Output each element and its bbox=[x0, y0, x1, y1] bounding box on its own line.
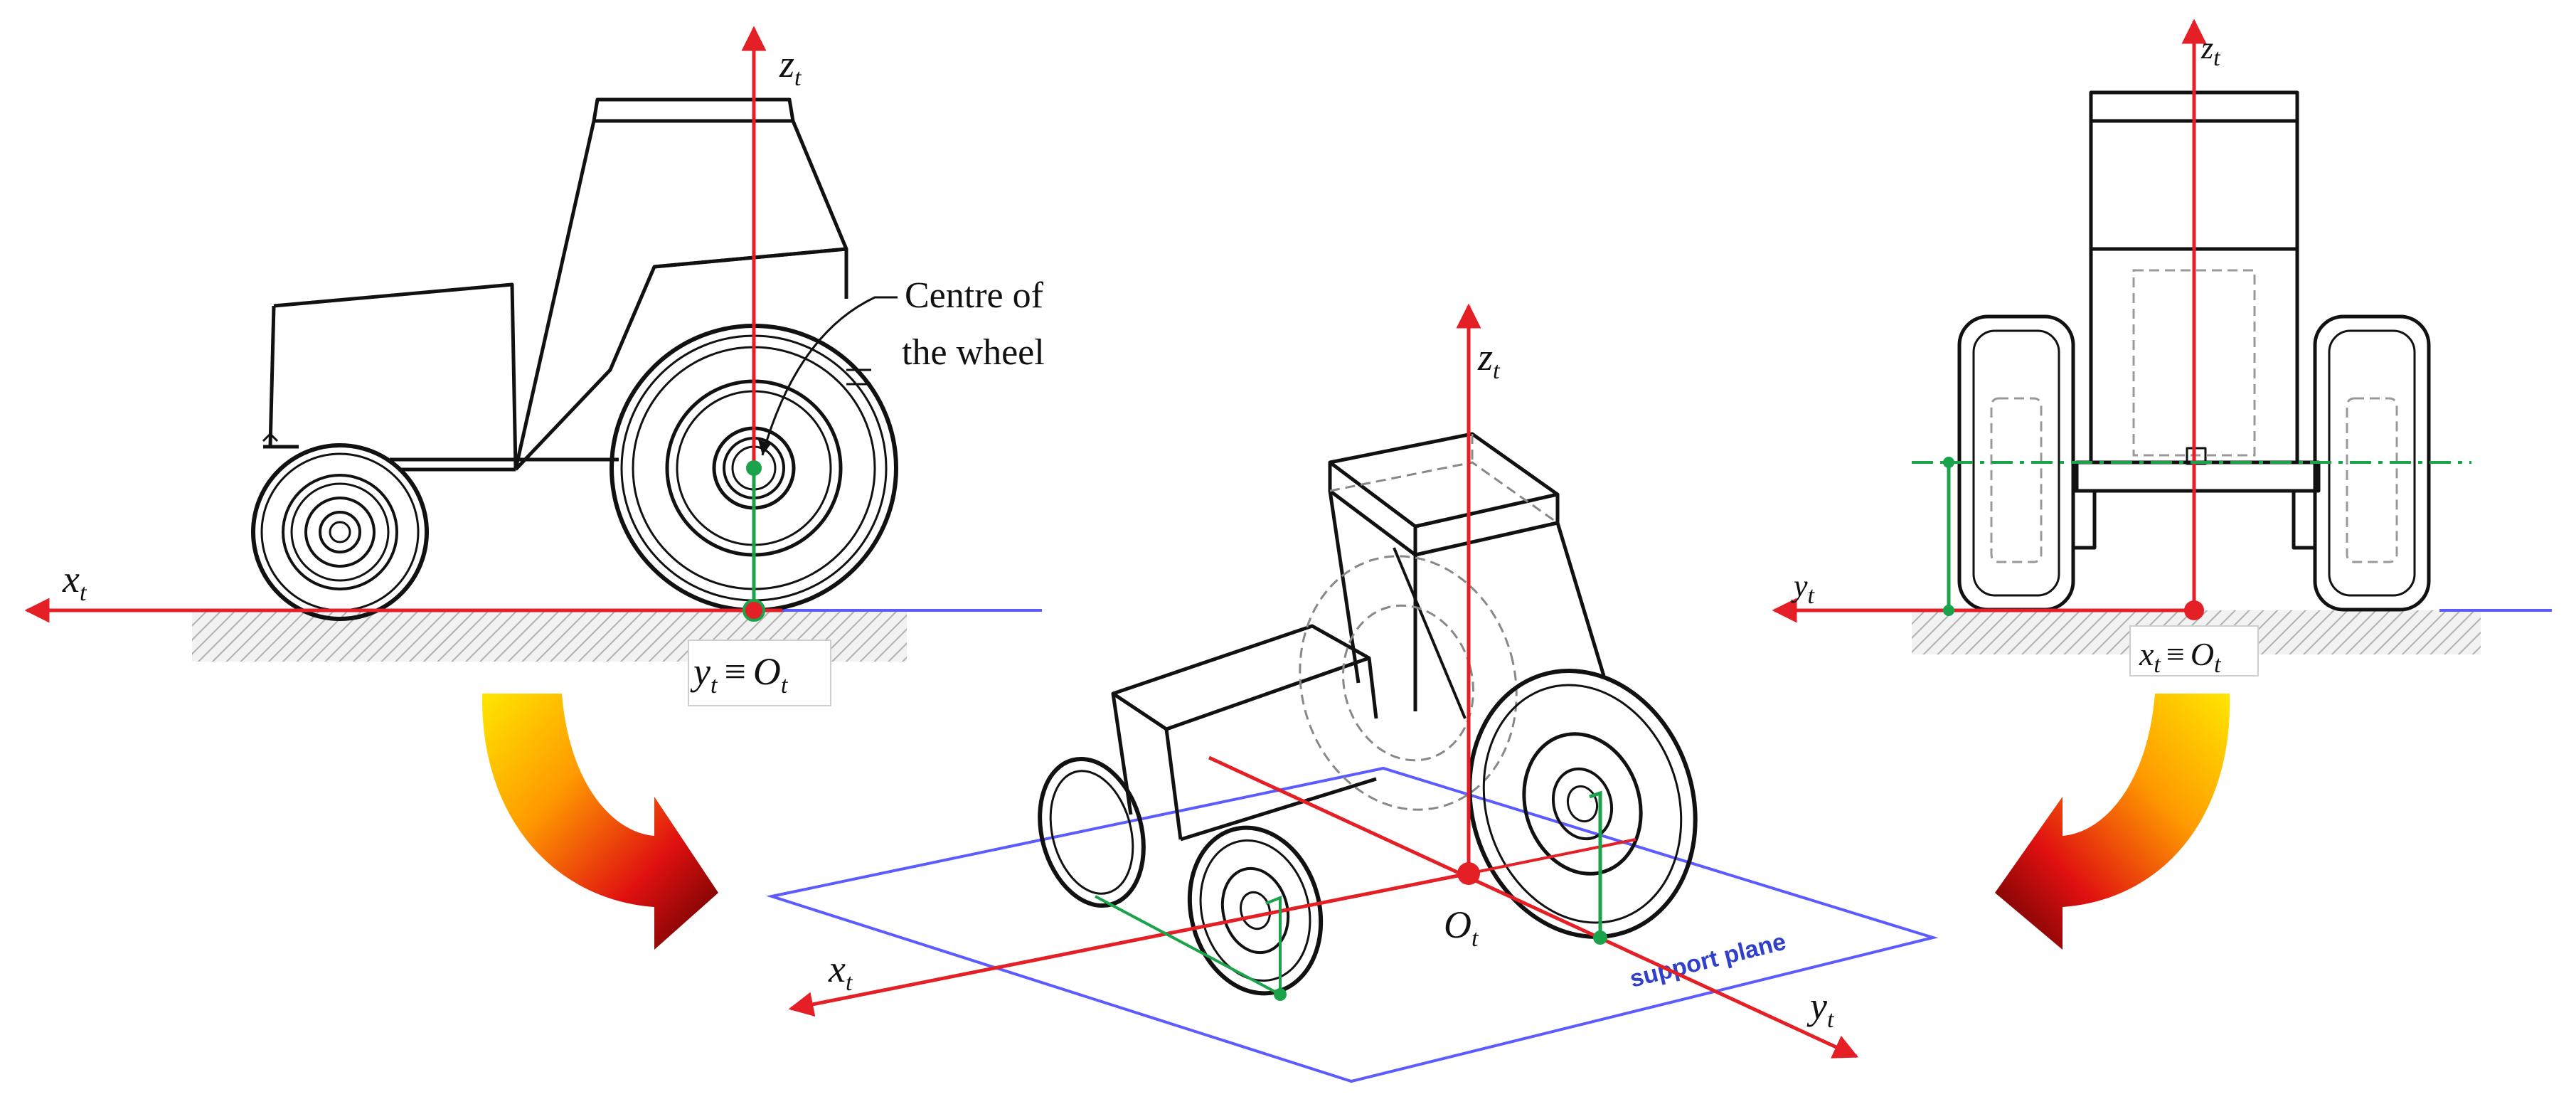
front-view: yt zt xt≡Ot bbox=[1772, 18, 2552, 678]
y-axis-iso bbox=[1208, 755, 1859, 1059]
x-axis-iso-back bbox=[1468, 838, 1636, 875]
z-axis-label-iso: zt bbox=[1477, 336, 1501, 384]
side-view: xt zt yt≡Ot Centre of the wheel bbox=[24, 26, 1045, 706]
tractor-side-drawing bbox=[262, 97, 871, 472]
z-axis-label-side: zt bbox=[779, 43, 802, 91]
note-leader-line bbox=[761, 296, 898, 456]
origin-dot-front bbox=[2184, 600, 2204, 620]
wheel-height-iso-left bbox=[1095, 895, 1282, 997]
origin-dot-iso bbox=[1457, 862, 1480, 885]
y-axis-label-iso: yt bbox=[1806, 985, 1835, 1033]
note-centre-line1: Centre of bbox=[905, 275, 1044, 316]
x-axis-label-iso: xt bbox=[828, 948, 853, 996]
note-centre-line2: the wheel bbox=[902, 332, 1045, 373]
origin-label-side: yt≡Ot bbox=[690, 650, 789, 699]
origin-label-iso: Ot bbox=[1444, 903, 1479, 952]
wheel-centre-dot-side bbox=[746, 460, 762, 476]
tractor-iso-drawing bbox=[1111, 432, 1606, 842]
rear-wheel-iso bbox=[1467, 669, 1698, 939]
curved-arrow-right bbox=[1995, 694, 2230, 950]
z-axis-label-front: zt bbox=[2200, 31, 2221, 71]
x-axis-label-side: xt bbox=[62, 558, 87, 606]
origin-label-box-side bbox=[688, 640, 831, 706]
wheel-height-iso-right bbox=[1589, 790, 1602, 938]
origin-dot-side bbox=[743, 599, 765, 622]
iso-view: support plane bbox=[766, 303, 1939, 1083]
support-plane bbox=[766, 766, 1939, 1083]
origin-label-front: xt≡Ot bbox=[2139, 636, 2222, 678]
curved-arrow-left bbox=[481, 694, 718, 950]
x-axis-iso bbox=[788, 871, 1469, 1017]
front-wheel-side bbox=[251, 443, 429, 621]
y-axis-label-front: yt bbox=[1791, 568, 1816, 609]
origin-label-box-front bbox=[2129, 625, 2259, 677]
